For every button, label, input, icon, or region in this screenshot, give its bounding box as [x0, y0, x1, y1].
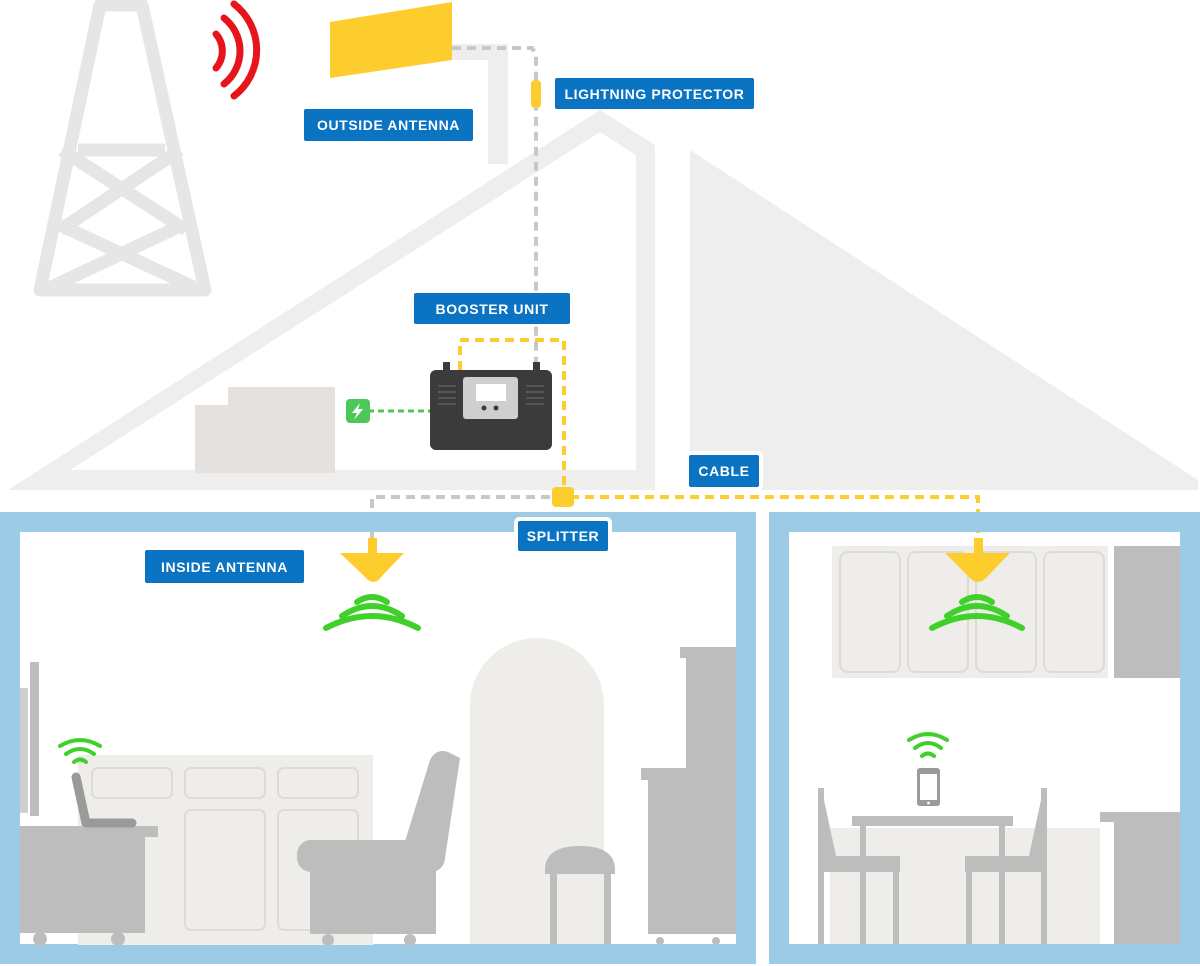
wall-tv [20, 662, 39, 816]
lightning-protector-icon [531, 80, 541, 108]
wifi-signal-icon [907, 732, 949, 758]
lightning-bolt-icon [346, 399, 370, 423]
house-roof [8, 44, 1198, 490]
dome-antenna-icon [340, 538, 404, 582]
living-room [0, 512, 756, 964]
armchair [297, 751, 460, 946]
outside-antenna-label: OUTSIDE ANTENNA [304, 109, 473, 141]
attic-storage-boxes [195, 387, 335, 473]
dining-chair-right [965, 788, 1047, 944]
smartphone-icon [917, 768, 940, 806]
dome-antenna-icon [945, 538, 1010, 582]
tall-cabinet [641, 647, 736, 945]
dining-chair-left [818, 788, 900, 944]
kitchen-room [769, 512, 1200, 964]
lightning-protector-label: LIGHTNING PROTECTOR [555, 78, 754, 109]
dining-table [852, 816, 1013, 944]
directional-antenna-icon [330, 2, 452, 78]
wifi-signal-icon [58, 738, 102, 764]
booster-unit-icon [430, 362, 552, 450]
cable-label: CABLE [689, 455, 759, 487]
cell-tower-icon [33, 0, 212, 297]
antenna-cable [452, 46, 538, 372]
bar-stool [545, 846, 615, 944]
inside-antenna-label: INSIDE ANTENNA [145, 550, 304, 583]
kitchen-counter-back [830, 828, 1100, 944]
laptop-icon [71, 772, 137, 828]
side-counter [1100, 812, 1180, 944]
wifi-signal-icon [323, 594, 421, 631]
wifi-signal-icon [929, 594, 1025, 631]
signal-waves-icon [212, 0, 261, 100]
desk [20, 826, 158, 946]
arched-doorway [470, 638, 604, 944]
splitter-icon [552, 487, 574, 507]
splitter-label: SPLITTER [518, 521, 608, 551]
booster-unit-label: BOOSTER UNIT [414, 293, 570, 324]
booster-output-cable [458, 338, 566, 488]
